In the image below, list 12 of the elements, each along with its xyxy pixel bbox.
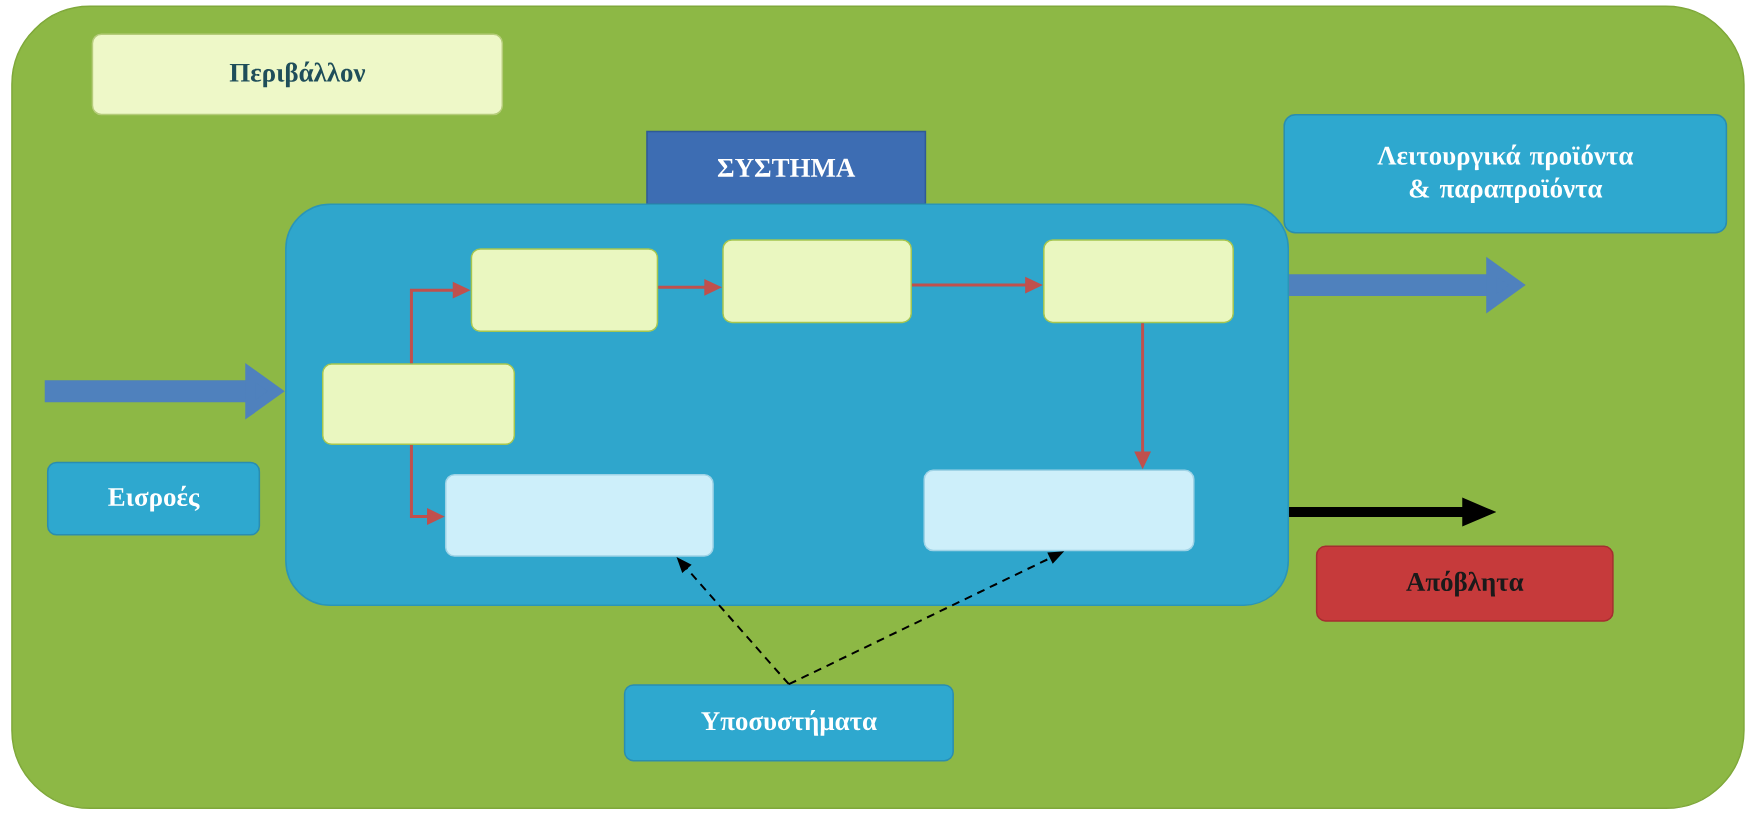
label-box: Λειτουργικά προϊόντα & παραπροϊόντα xyxy=(1283,114,1728,234)
subsystem-box xyxy=(470,248,659,333)
label-box: Υποσυστήματα xyxy=(623,684,954,762)
label-box: Εισροές xyxy=(46,461,261,536)
subsystem-box xyxy=(322,363,516,446)
label-box: Περιβάλλον xyxy=(91,33,504,116)
subsystem-box xyxy=(1043,239,1234,324)
subsystem-box xyxy=(722,239,912,324)
subsystem-box xyxy=(444,474,714,557)
label-box: ΣΥΣΤΗΜΑ xyxy=(646,130,927,205)
label-box: Απόβλητα xyxy=(1315,545,1614,622)
subsystem-box xyxy=(923,469,1195,552)
